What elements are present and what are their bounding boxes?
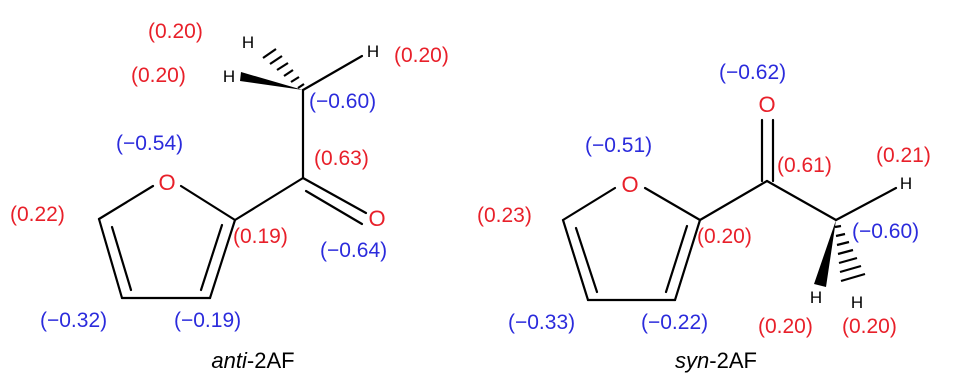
anti-charge-ring-o: (−0.54)	[116, 132, 183, 155]
syn-charge-c4: (−0.33)	[508, 311, 575, 334]
syn-charge-c3: (−0.22)	[641, 311, 708, 334]
syn-bond-c3-c2	[673, 218, 702, 302]
anti-charge-c2: (0.19)	[233, 225, 288, 248]
anti-carbonyl-oxygen: O	[368, 206, 385, 231]
syn-charge-h-right: (0.21)	[876, 144, 931, 167]
anti-hydrogen-right: H	[367, 42, 379, 61]
anti-bond-co-2	[304, 189, 364, 226]
anti-bond-methyl-h-right	[301, 54, 364, 92]
anti-hydrogen-left: H	[223, 67, 235, 86]
syn-bond-carbonyl-methyl	[765, 179, 838, 222]
syn-carbonyl-oxygen: O	[758, 92, 775, 117]
syn-charge-h-bottom-left: (0.20)	[758, 315, 813, 338]
syn-hash-bond	[834, 224, 866, 283]
syn-charge-carbonyl-o: (−0.62)	[719, 61, 786, 84]
anti-charge-carbonyl-o: (−0.64)	[320, 239, 387, 262]
syn-bond-o-c5	[561, 186, 617, 222]
syn-hydrogen-right: H	[900, 174, 912, 193]
anti-bond-c2-carbonyl	[233, 176, 305, 222]
anti-hash-bond	[262, 48, 305, 89]
syn-bond-c5-c4	[561, 218, 590, 302]
anti-bond-co-1	[301, 176, 368, 215]
anti-ring-oxygen: O	[158, 170, 175, 195]
syn-hydrogen-bottom-left: H	[810, 288, 822, 307]
syn-2af-molecule: O O H H H (−0.62) (−0.51) (0.61) (0.21) …	[477, 61, 931, 373]
anti-wedge-bond	[240, 72, 303, 90]
anti-bond-c5-c4-inner	[110, 225, 133, 292]
syn-bond-c2-carbonyl	[698, 179, 769, 222]
anti-bond-c3-c2-inner	[199, 223, 224, 292]
anti-charge-c4: (−0.32)	[40, 309, 107, 332]
syn-bond-c5-c4-inner	[574, 226, 599, 294]
anti-charge-labels: (0.20) (0.20) (0.20) (−0.60) (−0.54) (0.…	[10, 20, 449, 332]
anti-charge-h-top-left: (0.20)	[148, 20, 203, 43]
anti-charge-methyl-c: (−0.60)	[309, 90, 376, 113]
anti-charge-c3: (−0.19)	[174, 309, 241, 332]
syn-bond-methyl-h-right	[834, 186, 898, 222]
anti-bonds	[97, 48, 368, 300]
syn-charge-c2: (0.20)	[697, 225, 752, 248]
anti-bond-c5-c4	[97, 217, 124, 300]
syn-charge-h-bottom-right: (0.20)	[842, 315, 897, 338]
syn-charge-ring-o: (−0.51)	[585, 134, 652, 157]
syn-charge-labels: (−0.62) (−0.51) (0.61) (0.21) (0.23) (0.…	[477, 61, 931, 338]
syn-caption: syn-2AF	[675, 348, 757, 373]
anti-bond-c3-c2	[208, 218, 237, 300]
anti-bond-c2-o	[179, 184, 237, 222]
syn-charge-c5: (0.23)	[477, 204, 532, 227]
anti-charge-h-top-right: (0.20)	[394, 44, 449, 67]
syn-ring-oxygen: O	[621, 172, 638, 197]
anti-caption: anti-2AF	[211, 348, 294, 373]
syn-hydrogen-bottom-right: H	[851, 293, 863, 312]
syn-bond-c2-o	[643, 186, 702, 222]
anti-charge-h-left: (0.20)	[131, 64, 186, 87]
anti-charge-c5: (0.22)	[10, 203, 65, 226]
anti-bond-o-c5	[97, 184, 155, 221]
syn-charge-methyl-c: (−0.60)	[852, 220, 919, 243]
anti-2af-molecule: O O H H H (0.20) (0.20) (0.20) (−0.60) (…	[10, 20, 449, 373]
syn-bonds	[561, 118, 898, 302]
syn-wedge-bond	[814, 220, 836, 287]
syn-bond-c3-c2-inner	[664, 224, 689, 294]
syn-charge-carbonyl-c: (0.61)	[777, 154, 832, 177]
anti-charge-carbonyl-c: (0.63)	[314, 147, 369, 170]
anti-hydrogen-top: H	[242, 33, 254, 52]
